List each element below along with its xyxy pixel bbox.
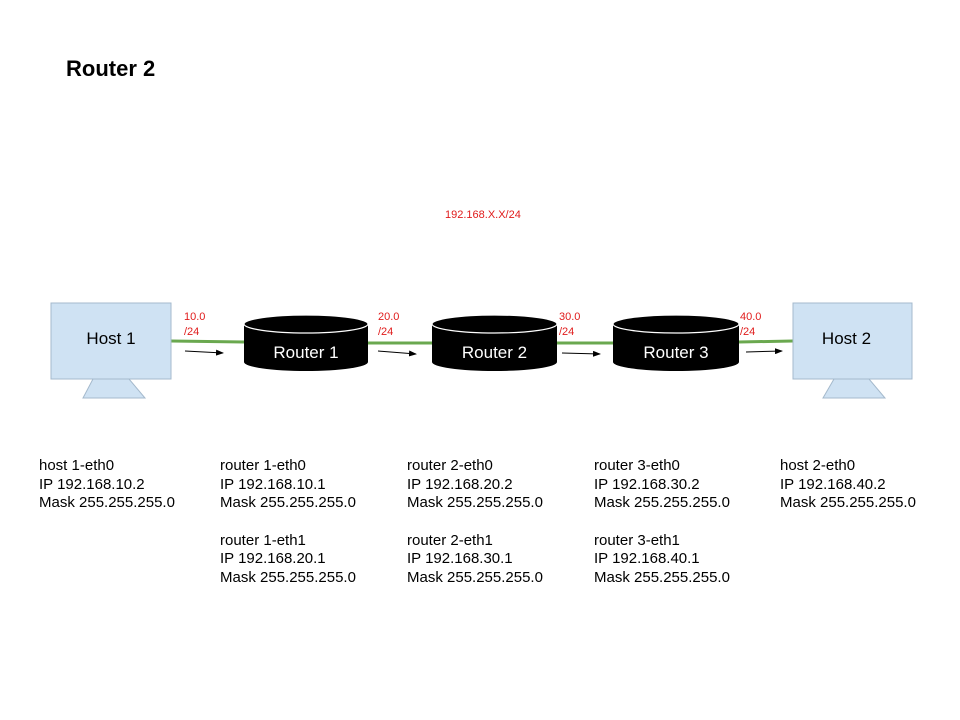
page-title: Router 2 <box>66 56 156 81</box>
interface-ip: IP 192.168.40.2 <box>780 475 886 493</box>
interface-name: host 2-eth0 <box>780 457 856 474</box>
host-1-interface-info: host 1-eth0 IP 192.168.10.2 Mask 255.255… <box>39 457 175 513</box>
subnet-net: 20.0 <box>378 311 400 323</box>
arrow-router3-host2 <box>745 348 783 355</box>
interface-ip: IP 192.168.30.2 <box>594 475 700 493</box>
interface-ip: IP 192.168.40.1 <box>594 550 700 568</box>
router-2-label: Router 2 <box>461 343 528 362</box>
router-2-interface-info: router 2-eth0 IP 192.168.20.2 Mask 255.2… <box>407 457 543 588</box>
host-1-label: Host 1 <box>86 329 136 348</box>
host-2-monitor-icon <box>792 302 913 399</box>
subnet-mask: /24 <box>184 326 200 338</box>
interface-ip: IP 192.168.10.2 <box>39 475 145 493</box>
router-1-interface-info: router 1-eth0 IP 192.168.10.1 Mask 255.2… <box>220 457 356 588</box>
interface-name: router 3-eth1 <box>594 531 680 549</box>
interface-mask: Mask 255.255.255.0 <box>39 494 175 512</box>
router-2-icon <box>431 314 558 371</box>
router-3-icon <box>612 314 740 371</box>
interface-mask: Mask 255.255.255.0 <box>594 568 730 586</box>
subnet-label-2: 20.0 /24 <box>378 310 399 340</box>
subnet-net: 30.0 <box>559 311 581 323</box>
interface-mask: Mask 255.255.255.0 <box>407 494 543 512</box>
interface-ip: IP 192.168.20.2 <box>407 475 513 493</box>
interface-ip: IP 192.168.20.1 <box>220 550 326 568</box>
interface-mask: Mask 255.255.255.0 <box>594 494 730 512</box>
subnet-label-1: 10.0 /24 <box>184 310 205 340</box>
subnet-net: 10.0 <box>184 311 206 323</box>
subnet-label-3: 30.0 /24 <box>559 310 580 340</box>
interface-mask: Mask 255.255.255.0 <box>220 494 356 512</box>
subnet-mask: /24 <box>378 326 394 338</box>
interface-mask: Mask 255.255.255.0 <box>220 568 356 586</box>
host-1-monitor-icon <box>50 302 172 399</box>
host-2-label: Host 2 <box>821 329 872 348</box>
interface-name: router 2-eth0 <box>407 457 493 474</box>
interface-ip: IP 192.168.10.1 <box>220 475 326 493</box>
subnet-mask: /24 <box>559 326 575 338</box>
interface-mask: Mask 255.255.255.0 <box>780 494 916 512</box>
interface-name: router 3-eth0 <box>594 457 680 474</box>
link-host1-router1 <box>170 339 245 344</box>
host-2-interface-info: host 2-eth0 IP 192.168.40.2 Mask 255.255… <box>780 457 916 513</box>
router-3-interface-info: router 3-eth0 IP 192.168.30.2 Mask 255.2… <box>594 457 730 588</box>
interface-name: router 1-eth1 <box>220 531 306 549</box>
arrow-host1-router1 <box>184 349 224 356</box>
arrow-router2-router3 <box>561 350 601 357</box>
link-router3-host2 <box>738 339 794 344</box>
interface-ip: IP 192.168.30.1 <box>407 550 513 568</box>
router-1-icon <box>243 314 369 371</box>
router-1-label: Router 1 <box>273 343 339 362</box>
subnet-mask: /24 <box>740 326 756 338</box>
subnet-net: 40.0 <box>740 311 762 323</box>
router-3-label: Router 3 <box>643 343 709 362</box>
subnet-label-4: 40.0 /24 <box>740 310 761 340</box>
interface-name: router 2-eth1 <box>407 531 493 549</box>
arrow-router1-router2 <box>377 350 417 357</box>
interface-name: router 1-eth0 <box>220 457 306 474</box>
interface-name: host 1-eth0 <box>39 457 115 474</box>
network-label: 192.168.X.X/24 <box>445 209 521 221</box>
interface-mask: Mask 255.255.255.0 <box>407 568 543 586</box>
